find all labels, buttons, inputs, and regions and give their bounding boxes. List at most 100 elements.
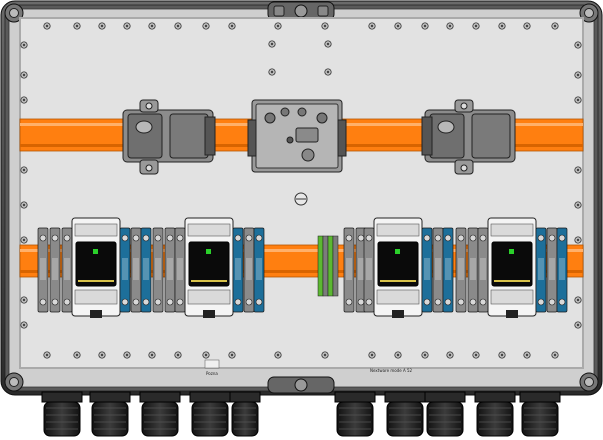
bottom-latch bbox=[267, 376, 335, 394]
panel-screw bbox=[574, 166, 582, 174]
cable-glands bbox=[41, 391, 561, 437]
terminal-grey bbox=[355, 227, 367, 313]
terminal-grey bbox=[477, 227, 489, 313]
panel-screw bbox=[228, 351, 236, 359]
panel-screw bbox=[574, 201, 582, 209]
cable-gland bbox=[474, 391, 516, 437]
panel-screw bbox=[498, 22, 506, 30]
breaker-3 bbox=[373, 217, 423, 318]
breaker-1 bbox=[71, 217, 121, 318]
cable-gland bbox=[189, 391, 231, 437]
terminal-grey bbox=[455, 227, 467, 313]
terminal-blue bbox=[421, 227, 433, 313]
panel-hole-center bbox=[294, 192, 308, 206]
panel-screw bbox=[324, 40, 332, 48]
panel-screw bbox=[446, 351, 454, 359]
panel-screw bbox=[394, 22, 402, 30]
label-left: Pozna bbox=[204, 359, 220, 376]
panel-screw bbox=[20, 71, 28, 79]
panel-screw bbox=[20, 296, 28, 304]
corner-screw-bottom-left bbox=[4, 372, 24, 392]
terminal-grey bbox=[37, 227, 49, 313]
terminal-blue bbox=[119, 227, 131, 313]
panel-screw bbox=[43, 22, 51, 30]
terminal-grey bbox=[130, 227, 142, 313]
panel-screw bbox=[394, 351, 402, 359]
terminal-grey bbox=[61, 227, 73, 313]
terminal-grey bbox=[432, 227, 444, 313]
panel-screw bbox=[498, 351, 506, 359]
panel-screw bbox=[523, 22, 531, 30]
panel-screw bbox=[73, 22, 81, 30]
breaker-2 bbox=[184, 217, 234, 318]
terminal-green bbox=[332, 235, 339, 297]
panel-screw bbox=[98, 351, 106, 359]
terminal-blue bbox=[442, 227, 454, 313]
terminal-blue bbox=[253, 227, 265, 313]
panel-screw bbox=[324, 68, 332, 76]
panel-screw bbox=[73, 351, 81, 359]
label-right: Nextware mode A 52 bbox=[370, 368, 412, 373]
panel-screw bbox=[20, 41, 28, 49]
panel-screw bbox=[20, 236, 28, 244]
panel-screw bbox=[202, 351, 210, 359]
panel-screw bbox=[228, 22, 236, 30]
panel-screw bbox=[43, 351, 51, 359]
terminal-grey bbox=[164, 227, 176, 313]
corner-screw-top-right bbox=[579, 3, 599, 23]
terminal-grey bbox=[243, 227, 255, 313]
panel-screw bbox=[368, 351, 376, 359]
panel-screw bbox=[123, 22, 131, 30]
terminal-grey bbox=[546, 227, 558, 313]
panel-screw bbox=[551, 351, 559, 359]
panel-screw bbox=[268, 68, 276, 76]
terminal-blue bbox=[556, 227, 568, 313]
cable-gland bbox=[229, 391, 261, 437]
panel-screw bbox=[123, 351, 131, 359]
panel-screw bbox=[574, 321, 582, 329]
terminal-grey bbox=[363, 227, 375, 313]
label-left-text: Pozna bbox=[206, 371, 218, 376]
terminal-grey bbox=[467, 227, 479, 313]
cable-gland bbox=[424, 391, 466, 437]
panel-screw bbox=[446, 22, 454, 30]
terminal-blue bbox=[535, 227, 547, 313]
panel-screw bbox=[472, 351, 480, 359]
fuse-holder-right bbox=[421, 99, 516, 175]
panel-screw bbox=[574, 236, 582, 244]
corner-screw-top-left bbox=[4, 3, 24, 23]
bottom-rail-devices bbox=[37, 217, 568, 318]
panel-screw bbox=[20, 166, 28, 174]
terminal-grey bbox=[49, 227, 61, 313]
panel-screw bbox=[202, 22, 210, 30]
cable-gland bbox=[89, 391, 131, 437]
panel-screw bbox=[174, 351, 182, 359]
panel-screw bbox=[174, 22, 182, 30]
terminal-green bbox=[322, 235, 329, 297]
fuse-holder-left bbox=[122, 99, 216, 175]
panel-screw bbox=[523, 351, 531, 359]
panel-screw bbox=[321, 22, 329, 30]
panel-screw bbox=[574, 41, 582, 49]
terminal-blue bbox=[140, 227, 152, 313]
panel-screw bbox=[98, 22, 106, 30]
panel-screw bbox=[574, 296, 582, 304]
terminal-green bbox=[327, 235, 334, 297]
panel-screw bbox=[268, 40, 276, 48]
terminal-green bbox=[317, 235, 324, 297]
label-right-text: Nextware mode A 52 bbox=[370, 368, 412, 373]
cable-gland bbox=[41, 391, 83, 437]
cable-gland bbox=[519, 391, 561, 437]
cable-gland bbox=[139, 391, 181, 437]
corner-screw-bottom-right bbox=[579, 372, 599, 392]
panel-screw bbox=[148, 351, 156, 359]
terminal-grey bbox=[174, 227, 186, 313]
terminal-grey bbox=[152, 227, 164, 313]
breaker-4 bbox=[487, 217, 537, 318]
terminal-blue bbox=[232, 227, 244, 313]
cable-gland bbox=[384, 391, 426, 437]
cable-gland bbox=[334, 391, 376, 437]
panel-screw bbox=[274, 351, 282, 359]
